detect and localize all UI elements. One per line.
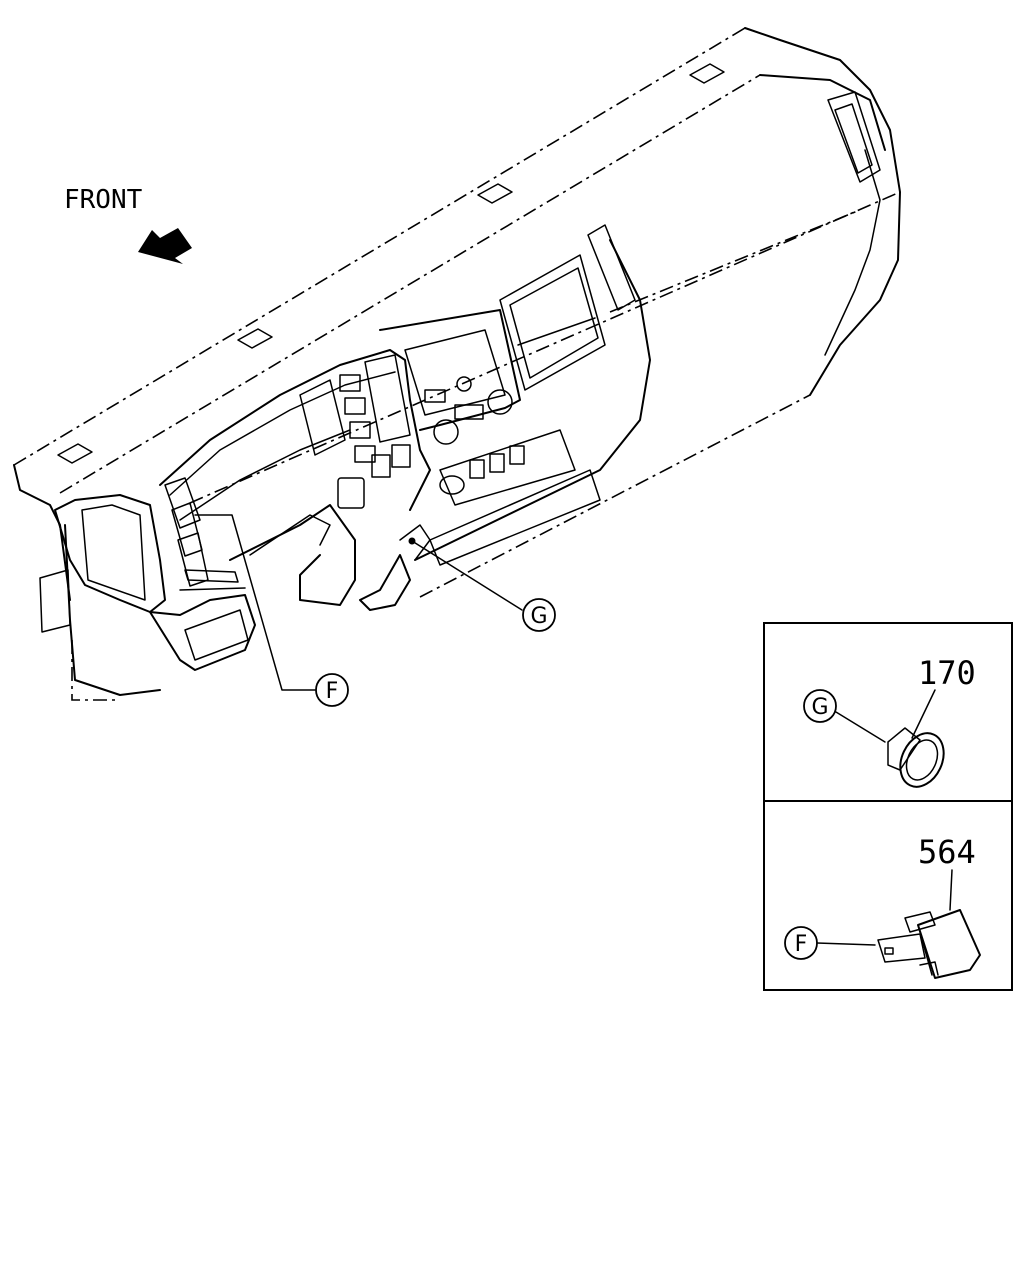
leader-line-g: [411, 540, 523, 611]
side-vent-right: [827, 91, 881, 183]
callout-f-label: F: [326, 679, 339, 704]
defrost-vent: [57, 443, 93, 464]
leader-line-f-detail: [816, 942, 876, 946]
leader-line-g-detail: [835, 711, 886, 743]
part-number-170: 170: [918, 654, 976, 692]
callout-g-label: G: [530, 604, 547, 629]
upper-display: [499, 254, 606, 391]
part-564-switch: [877, 909, 981, 979]
detail-callout-g-label: G: [811, 695, 828, 720]
front-label: FRONT: [64, 185, 143, 215]
instrument-panel: [13, 27, 901, 701]
part-170-grommet: [887, 727, 945, 788]
detail-callout-f-label: F: [795, 932, 808, 957]
leader-line-f: [194, 514, 316, 691]
part-number-564: 564: [918, 833, 976, 871]
front-arrow-icon: [138, 228, 192, 264]
defrost-vent: [477, 183, 513, 204]
defrost-vent: [237, 328, 273, 349]
callout-g: [522, 598, 556, 632]
center-stack: [379, 224, 651, 566]
detail-box: 170 G 564 F: [763, 622, 1013, 991]
detail-callout-g: [803, 689, 837, 723]
leader-line-564: [949, 869, 953, 911]
leader-line-170: [911, 689, 936, 739]
gauge-window: [299, 379, 346, 456]
center-vent-right: [587, 224, 636, 311]
callout-f: [315, 673, 349, 707]
defrost-vent: [689, 63, 725, 84]
switch-panel: [337, 354, 411, 509]
left-side-block: [39, 569, 71, 633]
